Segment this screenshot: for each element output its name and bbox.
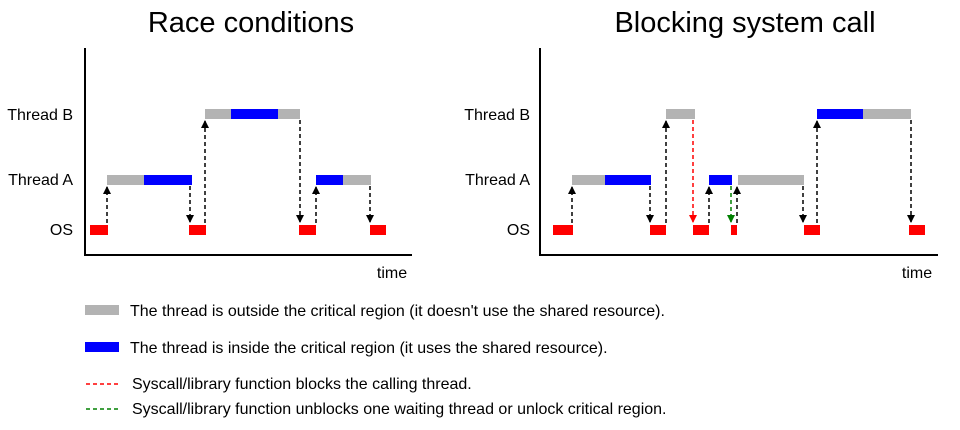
legend: The thread is outside the critical regio… — [85, 303, 666, 418]
panel-title: Blocking system call — [614, 7, 875, 39]
legend-swatch-inside — [85, 342, 119, 352]
thread-a-outside-segment — [572, 175, 605, 185]
time-axis-label: time — [377, 265, 407, 282]
os-slice — [90, 225, 108, 235]
os-slice — [553, 225, 573, 235]
thread-b-outside-segment — [205, 109, 231, 119]
thread-a-inside-segment — [144, 175, 192, 185]
row-label-os: OS — [507, 222, 530, 239]
legend-text-blocks: Syscall/library function blocks the call… — [132, 376, 472, 393]
thread-a-outside-segment — [107, 175, 144, 185]
row-label-thread-a: Thread A — [8, 172, 73, 189]
legend-swatch-outside — [85, 305, 119, 315]
thread-a-inside-segment — [316, 175, 343, 185]
race-conditions-panel: Race conditions Thread B Thread A OS tim… — [7, 7, 412, 282]
os-slice — [909, 225, 925, 235]
os-slice — [693, 225, 709, 235]
time-axis-label: time — [902, 265, 932, 282]
os-slice — [189, 225, 206, 235]
row-label-thread-a: Thread A — [465, 172, 530, 189]
thread-a-outside-segment — [738, 175, 804, 185]
legend-text-unblocks: Syscall/library function unblocks one wa… — [132, 401, 666, 418]
row-label-thread-b: Thread B — [7, 107, 73, 124]
thread-a-inside-segment — [709, 175, 732, 185]
thread-a-inside-segment — [605, 175, 651, 185]
os-slice — [731, 225, 737, 235]
row-label-os: OS — [50, 222, 73, 239]
thread-b-inside-segment — [231, 109, 278, 119]
thread-b-outside-segment — [666, 109, 695, 119]
os-slice — [804, 225, 820, 235]
legend-text-outside: The thread is outside the critical regio… — [130, 303, 665, 320]
os-slice — [370, 225, 386, 235]
thread-b-outside-segment — [863, 109, 911, 119]
blocking-system-call-panel: Blocking system call Thread B Thread A O… — [464, 7, 938, 282]
legend-text-inside: The thread is inside the critical region… — [130, 340, 608, 357]
thread-b-outside-segment — [278, 109, 300, 119]
thread-a-outside-segment — [343, 175, 371, 185]
thread-b-inside-segment — [817, 109, 863, 119]
row-label-thread-b: Thread B — [464, 107, 530, 124]
os-slice — [650, 225, 666, 235]
os-slice — [299, 225, 316, 235]
panel-title: Race conditions — [148, 7, 354, 39]
